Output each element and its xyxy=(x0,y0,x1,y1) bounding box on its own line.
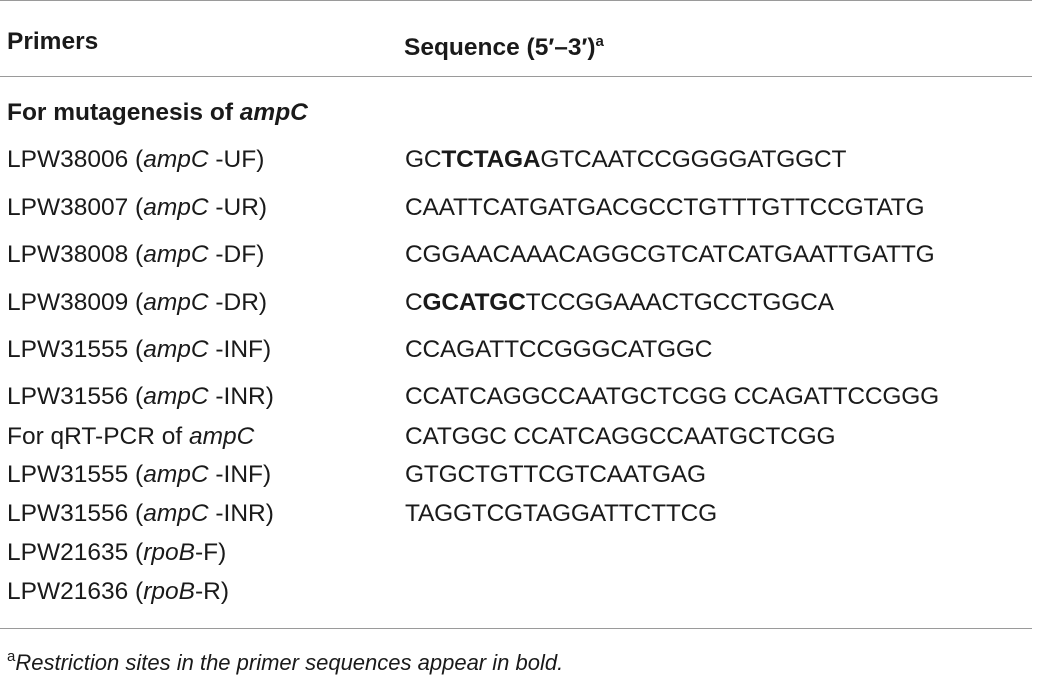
primer-name: LPW38007 (ampC -UR) xyxy=(7,194,268,221)
table-row: LPW31556 (ampC -INR) TAGGTCGTAGGATTCTTCG xyxy=(0,498,1039,530)
primer-sequence: GTGCTGTTCGTCAATGAG xyxy=(405,461,706,488)
table-row: LPW21635 (rpoB-F) xyxy=(0,537,1039,569)
primer-name: LPW21635 (rpoB-F) xyxy=(7,539,227,566)
table-bottom-rule xyxy=(0,628,1032,629)
primer-name: LPW31555 (ampC -INF) xyxy=(7,336,272,363)
footnote: aRestriction sites in the primer sequenc… xyxy=(7,648,564,675)
header-rule xyxy=(0,76,1032,77)
table-row: LPW38009 (ampC -DR) CGCATGCTCCGGAAACTGCC… xyxy=(0,287,1039,319)
primer-sequence: CCATCAGGCCAATGCTCGG CCAGATTCCGGG xyxy=(405,383,939,410)
table-row: LPW31555 (ampC -INF) GTGCTGTTCGTCAATGAG xyxy=(0,459,1039,491)
section-label-qrtpcr: For qRT-PCR of ampC xyxy=(7,423,255,450)
table-row: LPW38008 (ampC -DF) CGGAACAAACAGGCGTCATC… xyxy=(0,239,1039,271)
primer-sequence: GCTCTAGAGTCAATCCGGGGATGGCT xyxy=(405,146,847,173)
primer-name: LPW38006 (ampC -UF) xyxy=(7,146,265,173)
header-sequence: Sequence (5′–3′)a xyxy=(404,33,604,61)
table-row: LPW31556 (ampC -INR) CCATCAGGCCAATGCTCGG… xyxy=(0,381,1039,413)
table-row: LPW31555 (ampC -INF) CCAGATTCCGGGCATGGC xyxy=(0,334,1039,366)
table-row: LPW38007 (ampC -UR) CAATTCATGATGACGCCTGT… xyxy=(0,192,1039,224)
primer-name: LPW31556 (ampC -INR) xyxy=(7,500,274,527)
primer-sequence: CATGGC CCATCAGGCCAATGCTCGG xyxy=(405,423,836,450)
primer-name: LPW21636 (rpoB-R) xyxy=(7,578,229,605)
primer-name: LPW31555 (ampC -INF) xyxy=(7,461,272,488)
table-top-rule xyxy=(0,0,1032,1)
header-primers: Primers xyxy=(7,28,99,55)
primer-name: LPW31556 (ampC -INR) xyxy=(7,383,274,410)
primer-sequence: CGGAACAAACAGGCGTCATCATGAATTGATTG xyxy=(405,241,935,268)
section-heading-mutagenesis: For mutagenesis of ampC xyxy=(7,99,308,126)
table-row: LPW21636 (rpoB-R) xyxy=(0,576,1039,608)
table-row: LPW38006 (ampC -UF) GCTCTAGAGTCAATCCGGGG… xyxy=(0,144,1039,176)
primer-name: LPW38008 (ampC -DF) xyxy=(7,241,265,268)
primer-sequence: CAATTCATGATGACGCCTGTTTGTTCCGTATG xyxy=(405,194,925,221)
primer-sequence: TAGGTCGTAGGATTCTTCG xyxy=(405,500,717,527)
primer-name: LPW38009 (ampC -DR) xyxy=(7,289,268,316)
primer-sequence: CGCATGCTCCGGAAACTGCCTGGCA xyxy=(405,289,834,316)
primer-sequence: CCAGATTCCGGGCATGGC xyxy=(405,336,713,363)
table-row: For qRT-PCR of ampC CATGGC CCATCAGGCCAAT… xyxy=(0,421,1039,453)
